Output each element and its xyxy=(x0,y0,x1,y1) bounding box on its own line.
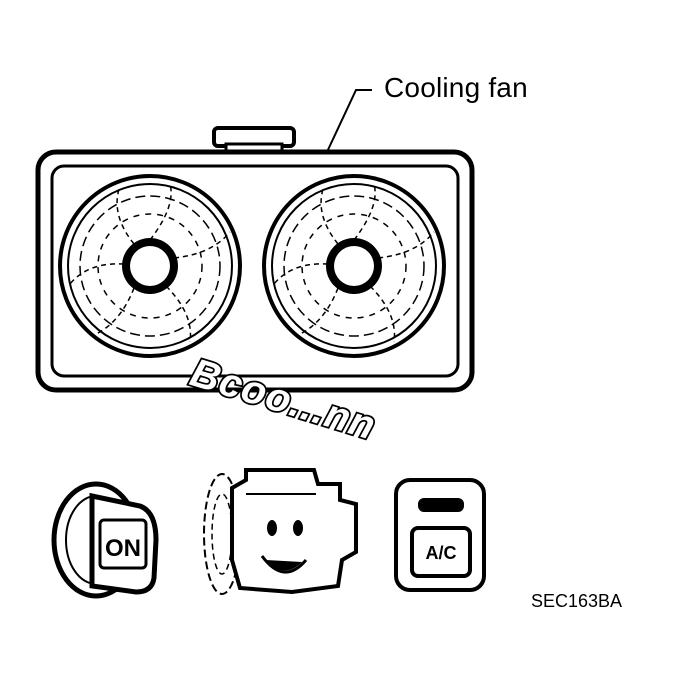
engine-smile xyxy=(260,555,308,574)
ac-switch: A/C xyxy=(394,478,486,592)
engine-eye-left xyxy=(267,520,277,536)
cooling-fan-right xyxy=(262,174,446,358)
cooling-fan-left xyxy=(58,174,242,358)
engine-block xyxy=(203,468,358,595)
engine-eye-right xyxy=(293,520,303,536)
ignition-key: ON xyxy=(51,481,159,599)
cooling-fan-label: Cooling fan xyxy=(384,72,528,103)
ac-indicator-lamp xyxy=(418,498,464,512)
ac-button-label: A/C xyxy=(426,543,457,563)
ignition-key-label: ON xyxy=(105,535,141,562)
ac-button xyxy=(410,526,472,578)
figure-code: SEC163BA xyxy=(531,591,623,611)
